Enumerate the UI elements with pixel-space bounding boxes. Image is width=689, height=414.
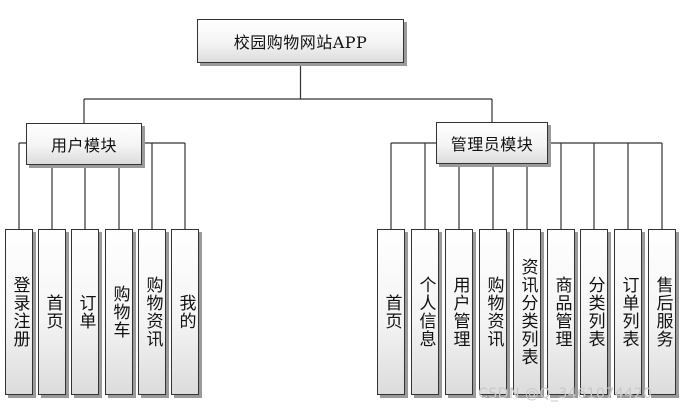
leaf-node: 购物车 xyxy=(105,229,136,398)
leaf-node: 个人信息 xyxy=(411,229,442,398)
leaf-node: 登录注册 xyxy=(5,229,36,398)
leaf-node-label: 个人信息 xyxy=(411,229,439,395)
leaf-node: 订单列表 xyxy=(614,229,645,398)
root-node-label: 校园购物网站APP xyxy=(197,19,404,63)
leaf-node: 售后服务 xyxy=(648,229,679,398)
leaf-node-label: 购物资讯 xyxy=(479,229,507,395)
group-node-user: 用户模块 xyxy=(26,123,145,168)
leaf-node-label: 订单 xyxy=(71,229,99,395)
leaf-node-label: 分类列表 xyxy=(580,229,608,395)
leaf-node-label: 我的 xyxy=(171,229,199,395)
leaf-node-label: 首页 xyxy=(377,229,405,395)
leaf-node-label: 购物车 xyxy=(105,229,133,395)
leaf-node-label: 首页 xyxy=(38,229,66,395)
leaf-node: 首页 xyxy=(377,229,408,398)
leaf-node-label: 商品管理 xyxy=(547,229,575,395)
leaf-node-label: 资讯分类列表 xyxy=(513,229,541,395)
leaf-node: 购物资讯 xyxy=(138,229,169,398)
leaf-node: 资讯分类列表 xyxy=(513,229,544,398)
root-node: 校园购物网站APP xyxy=(197,19,407,66)
leaf-node: 购物资讯 xyxy=(479,229,510,398)
leaf-node-label: 订单列表 xyxy=(614,229,642,395)
group-node-admin: 管理员模块 xyxy=(436,122,551,167)
csdn-watermark: CSDN @Q_3461074420 xyxy=(478,386,653,402)
leaf-node: 首页 xyxy=(38,229,69,398)
leaf-node-label: 购物资讯 xyxy=(138,229,166,395)
leaf-node: 订单 xyxy=(71,229,102,398)
leaf-node-label: 登录注册 xyxy=(5,229,33,395)
leaf-node: 我的 xyxy=(171,229,202,398)
group-node-user-label: 用户模块 xyxy=(26,123,142,165)
leaf-node: 用户管理 xyxy=(445,229,476,398)
leaf-node: 商品管理 xyxy=(547,229,578,398)
group-node-admin-label: 管理员模块 xyxy=(436,122,548,164)
leaf-node-label: 售后服务 xyxy=(648,229,676,395)
leaf-node-label: 用户管理 xyxy=(445,229,473,395)
leaf-node: 分类列表 xyxy=(580,229,611,398)
